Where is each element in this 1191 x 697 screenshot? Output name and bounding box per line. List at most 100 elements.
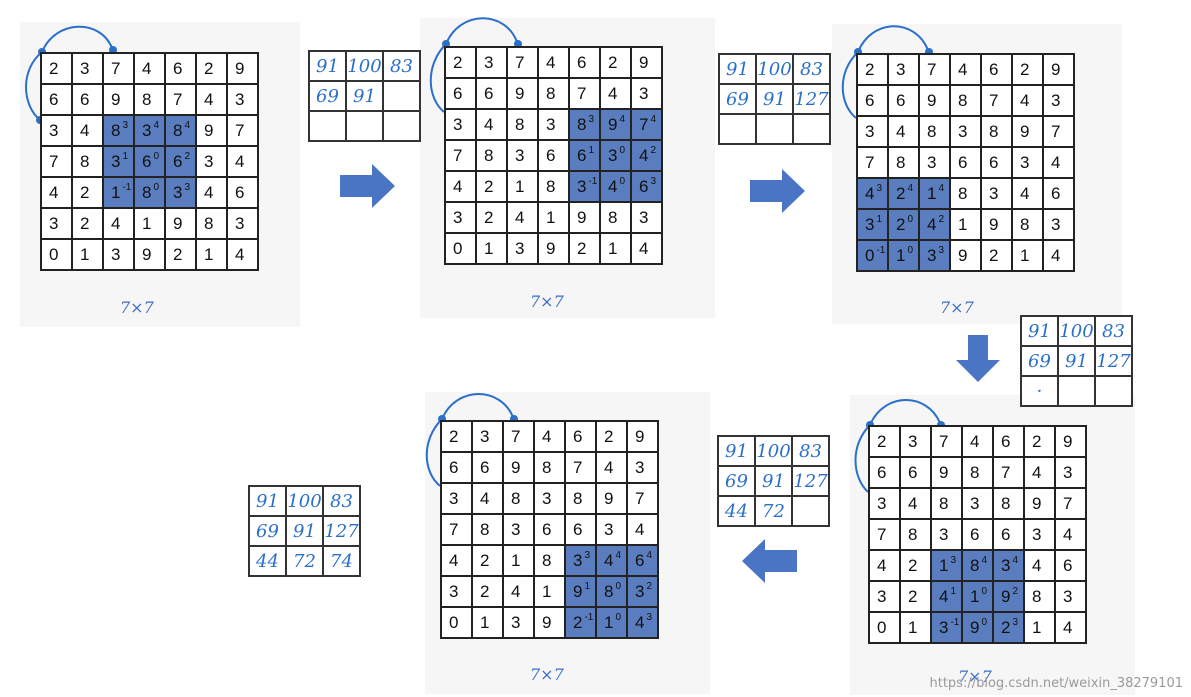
grid-cell: 6 — [949, 146, 982, 179]
grid-cell: 8 — [71, 145, 104, 178]
output-cell: · — [1020, 375, 1059, 407]
grid-cell: 6 — [537, 139, 570, 172]
grid-cell: 3-1 — [568, 170, 601, 203]
grid-cell: 4 — [537, 46, 570, 79]
kernel-weight: 0 — [907, 244, 914, 256]
grid-cell: 9 — [164, 207, 197, 240]
grid-cell: 3 — [1011, 146, 1044, 179]
grid-cell: 4 — [71, 114, 104, 147]
grid-cell: 8 — [471, 513, 504, 546]
grid-cell: 7 — [502, 420, 535, 453]
output-cell: 127 — [791, 465, 830, 497]
grid-cell: 4 — [133, 52, 166, 85]
output-cell: 91 — [1057, 345, 1096, 377]
grid-cell: 1 — [475, 232, 508, 265]
stride-arrows-icon — [841, 25, 929, 119]
grid-cell: 4 — [471, 482, 504, 515]
grid-size-label: 7×7 — [530, 292, 564, 311]
grid-cell: 9 — [1023, 487, 1056, 520]
output-cell: 91 — [1020, 315, 1059, 347]
kernel-weight: 0 — [615, 580, 622, 592]
grid-cell: 0 — [440, 606, 473, 639]
right-arrow-icon — [750, 169, 805, 213]
grid-cell: 1 — [949, 208, 982, 241]
grid-cell: 6 — [992, 425, 1025, 458]
grid-cell: 4 — [1011, 177, 1044, 210]
kernel-weight: -1 — [876, 244, 886, 256]
kernel-weight: 0 — [615, 611, 622, 623]
grid-cell: 3 — [502, 606, 535, 639]
grid-cell: 3 — [1042, 84, 1075, 117]
grid-cell: 4 — [475, 108, 508, 141]
grid-cell: 9 — [133, 238, 166, 271]
grid-cell: 3 — [595, 513, 628, 546]
grid-cell: 8 — [930, 487, 963, 520]
output-cell: 83 — [792, 53, 831, 85]
grid-cell: 9 — [626, 420, 659, 453]
grid-cell: 9 — [502, 451, 535, 484]
grid-cell: 8 — [533, 544, 566, 577]
grid-cell: 1 — [195, 238, 228, 271]
kernel-weight: 3 — [122, 119, 129, 131]
grid-cell: 7 — [856, 146, 889, 179]
grid-cell: 8 — [918, 115, 951, 148]
kernel-weight: -1 — [584, 611, 594, 623]
grid-cell: 3 — [226, 207, 259, 240]
grid-cell: 8 — [887, 146, 920, 179]
grid-cell: 6 — [533, 513, 566, 546]
output-cell: 69 — [308, 80, 347, 112]
output-cell: 91 — [754, 465, 793, 497]
grid-cell: 1 — [1011, 239, 1044, 272]
grid-cell: 3 — [440, 575, 473, 608]
kernel-weight: 1 — [588, 144, 595, 156]
grid-cell: 3 — [506, 139, 539, 172]
grid-cell: 4 — [949, 53, 982, 86]
grid-cell: 2 — [71, 207, 104, 240]
output-cell: 100 — [345, 50, 384, 82]
grid-cell: 3 — [102, 238, 135, 271]
grid-cell: 8 — [980, 115, 1013, 148]
grid-cell: 4 — [1054, 518, 1087, 551]
grid-cell: 2 — [40, 52, 73, 85]
kernel-weight: 4 — [646, 549, 653, 561]
output-cell: 83 — [322, 485, 361, 517]
output-cell: 91 — [718, 53, 757, 85]
kernel-weight: 4 — [938, 182, 945, 194]
grid-cell: 7 — [1054, 487, 1087, 520]
grid-cell: 1 — [899, 611, 932, 644]
grid-cell: 7 — [164, 83, 197, 116]
grid-cell: 1 — [471, 606, 504, 639]
grid-cell: 3 — [440, 482, 473, 515]
grid-cell: 1 — [1023, 611, 1056, 644]
grid-cell: 8 — [1023, 580, 1056, 613]
grid-cell: 6 — [564, 420, 597, 453]
grid-cell: 7 — [1042, 115, 1075, 148]
grid-cell: 6 — [856, 84, 889, 117]
output-row — [718, 113, 831, 145]
kernel-weight: 1 — [950, 585, 957, 597]
grid-cell: 6 — [868, 456, 901, 489]
